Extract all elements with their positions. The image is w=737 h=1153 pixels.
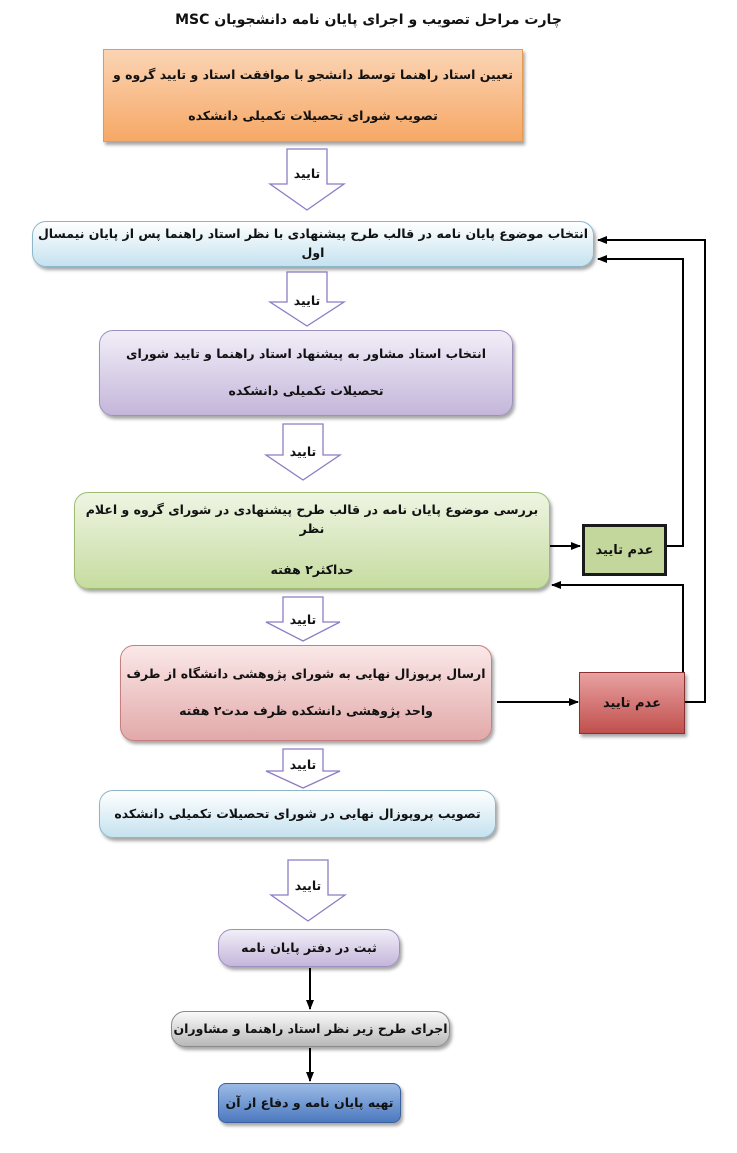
step-text-line1: اجرای طرح زیر نظر استاد راهنما و مشاوران (173, 1020, 448, 1036)
approve-label-3: تایید (289, 444, 317, 459)
loop-reject2-to-step4 (551, 581, 684, 672)
approve-arrows (263, 148, 348, 922)
approve-label-1: تایید (293, 166, 321, 181)
step-assign-supervisor: تعیین استاد راهنما توسط دانشجو با موافقت… (103, 49, 523, 142)
down-arrow-3 (263, 423, 343, 481)
feedback-lines (306, 236, 706, 1082)
step-text-line1: بررسی موضوع پایان نامه در قالب طرح پیشنه… (85, 502, 539, 537)
down-arrow-5 (265, 748, 341, 789)
down-arrow-2 (267, 271, 347, 327)
step-group-review: بررسی موضوع پایان نامه در قالب طرح پیشنه… (74, 492, 550, 589)
loop-reject1-to-step2 (597, 255, 684, 547)
down-arrow-6 (268, 859, 348, 922)
reject-label: عدم تایید (603, 695, 661, 711)
step-approve-proposal: تصویب پروپوزال نهایی در شورای تحصیلات تک… (99, 790, 496, 838)
step-select-topic: انتخاب موضوع پایان نامه در قالب طرح پیشن… (32, 221, 594, 267)
approve-label-5: تایید (289, 757, 317, 772)
step-text-line1: تعیین استاد راهنما توسط دانشجو با موافقت… (113, 66, 513, 82)
step-send-proposal: ارسال پرپوزال نهایی به شورای پژوهشی دانش… (120, 645, 492, 741)
step-text-line1: انتخاب موضوع پایان نامه در قالب طرح پیشن… (37, 226, 589, 260)
step-text-line2: تصویب شورای تحصیلات تکمیلی دانشکده (188, 107, 438, 123)
step-text-line1: تهیه پایان نامه و دفاع از آن (225, 1094, 394, 1110)
down-arrow-4 (265, 596, 341, 642)
step-text-line1: تصویب پروپوزال نهایی در شورای تحصیلات تک… (114, 805, 481, 821)
loop-reject2-to-step2 (597, 236, 706, 703)
down-arrow-1 (267, 148, 347, 211)
step-text-line2: حداکثر۲ هفته (270, 561, 354, 577)
step-select-advisor: انتخاب استاد مشاور به پیشنهاد استاد راهن… (99, 330, 513, 416)
approve-label-2: تایید (293, 293, 321, 308)
reject-box-group: عدم تایید (582, 524, 667, 576)
approve-label-4: تایید (289, 612, 317, 627)
step-prepare-defense: تهیه پایان نامه و دفاع از آن (218, 1083, 401, 1123)
reject-label: عدم تایید (595, 542, 654, 558)
step-execute-plan: اجرای طرح زیر نظر استاد راهنما و مشاوران (171, 1011, 450, 1047)
step-text-line1: ارسال پرپوزال نهایی به شورای پژوهشی دانش… (126, 666, 486, 682)
chart-title: چارت مراحل تصویب و اجرای پایان نامه دانش… (175, 12, 562, 28)
step-text-line2: تحصیلات تکمیلی دانشکده (228, 383, 384, 398)
approve-label-6: تایید (294, 878, 322, 893)
step-register-thesis: ثبت در دفتر پایان نامه (218, 929, 400, 967)
step-text-line1: ثبت در دفتر پایان نامه (241, 939, 377, 955)
step-text-line2: واحد پژوهشی دانشکده ظرف مدت۲ هفته (179, 703, 433, 718)
step-text-line1: انتخاب استاد مشاور به پیشنهاد استاد راهن… (125, 346, 487, 362)
reject-box-research: عدم تایید (579, 672, 685, 734)
